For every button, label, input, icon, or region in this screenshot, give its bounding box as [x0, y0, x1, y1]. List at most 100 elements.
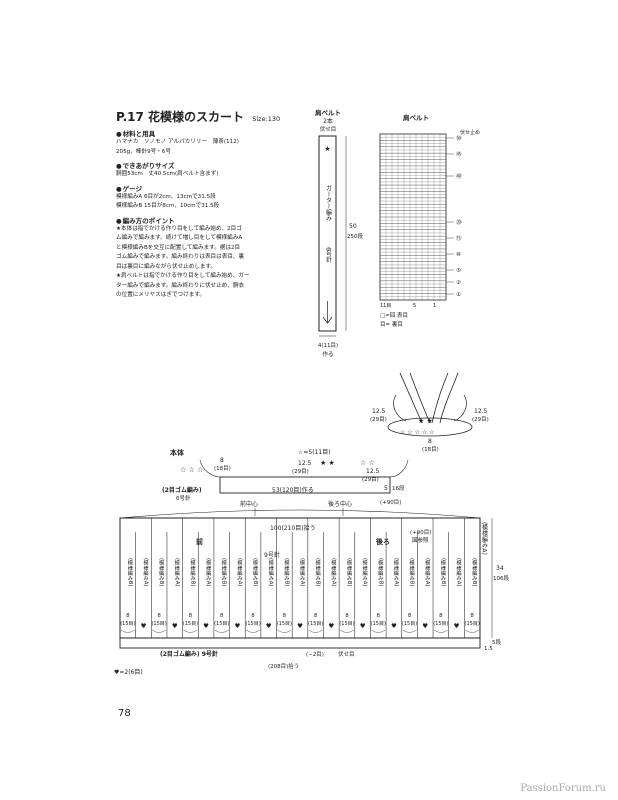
panel-b-sts: (15目)	[120, 621, 135, 627]
hem-height: 1.5	[484, 646, 493, 652]
panel-label: (模様編みB)	[220, 558, 226, 586]
panel-label: (模様編みA)	[393, 558, 399, 586]
star-mark: ★	[324, 145, 330, 153]
chart-row-label: ⑩	[456, 251, 461, 258]
panel-dim-arc	[308, 629, 323, 633]
panel-label: (模様編みA)	[236, 558, 242, 586]
top-stars-right: ☆ ☆	[360, 459, 375, 467]
top-side-sts: (29目)	[292, 468, 309, 475]
panel-label: (模様編みA)	[330, 558, 336, 586]
panel-dim-arc	[371, 629, 386, 633]
heart-mark: ♥	[141, 622, 147, 630]
heart-mark: ♥	[266, 622, 272, 630]
heart-mark: ♥	[328, 622, 334, 630]
waist-ellipse	[387, 417, 473, 437]
points-line-6: ★肩ベルトは指でかける作り目をして編み始め、ガー	[116, 273, 250, 279]
points-line-3: と模様編みBを交互に配置して編みます。裾は2目	[116, 244, 241, 251]
panel-b-dim: 8	[408, 613, 412, 619]
panel-b-dim: 8	[283, 613, 287, 619]
page-ref: P.17	[116, 110, 144, 124]
panel-b-dim: 8	[439, 613, 443, 619]
hem-dec: (−2目)	[306, 651, 324, 658]
points-heading: 編み方のポイント	[116, 215, 306, 225]
chart-row-label: ②	[456, 279, 461, 286]
waistband-rect	[219, 476, 391, 494]
top-right-sts: (29目)	[362, 476, 379, 483]
points-line-5: 目は裏目に編みながら伏せ止めします。	[116, 263, 217, 270]
strap-length-rows: 250段	[347, 232, 363, 240]
panel-label: (模様編みB)	[377, 558, 383, 586]
assembly-center-dim: 8	[428, 438, 432, 445]
panel-b-dim: 8	[314, 613, 318, 619]
panel-label: (模様編みA)	[299, 558, 305, 586]
panel-b-sts: (15目)	[183, 621, 198, 627]
panel-label: (模様編みB)	[439, 558, 445, 586]
gauge-line-1: 模様編みA 6目が2cm、13cmで31.5段	[116, 193, 216, 200]
front-label: 前	[196, 537, 203, 546]
assembly-sketch: ★ ★ ☆ ☆ ☆ ☆ ☆ 12.5 (29目) 12.5 (29目) 8 (1…	[370, 372, 489, 453]
heart-mark: ♥	[454, 622, 460, 630]
top-center-sts: (18目)	[214, 465, 231, 472]
points-line-1: ★本体は指でかける作り目をして編み始め、2目ゴ	[116, 225, 242, 232]
width-total: 100(210目)拾う	[270, 524, 316, 532]
increase-ref: 図参照	[412, 536, 429, 544]
panel-label: (模様編みA)	[424, 558, 430, 586]
points-line-2: ム編みで編みます。続けて増し目をして模様編みA	[116, 235, 243, 241]
materials-line-2: 205g、棒針9号・6号	[116, 148, 171, 155]
top-stars-left: ☆ ☆ ☆	[180, 466, 203, 474]
panel-dim-arc	[183, 629, 198, 633]
chart-title: 肩ベルト	[402, 113, 429, 122]
pattern-title: P.17 花模様のスカート Size:130	[116, 108, 280, 125]
panel-b-sts: (15目)	[277, 621, 292, 627]
plus90: (+90目)	[410, 529, 431, 536]
body-title: 本体	[169, 448, 185, 457]
panel-b-dim: 8	[345, 613, 349, 619]
panel-label: (模様編みB)	[408, 558, 414, 586]
panel-b-sts: (15目)	[371, 621, 386, 627]
assembly-left-sts: (29目)	[370, 416, 387, 423]
heart-mark: ♥	[234, 622, 240, 630]
chart-row-label: ㊿	[456, 134, 462, 142]
panel-label: (模様編みB)	[471, 558, 477, 586]
panel-label: (模様編みB)	[283, 558, 289, 586]
strap-needle: 6号針	[325, 247, 332, 264]
gauge-heading: ゲージ	[116, 183, 306, 193]
assembly-left-dim: 12.5	[372, 408, 386, 415]
page-number: 78	[118, 708, 131, 719]
panel-label: (模様編みB)	[314, 558, 320, 586]
back-label: 後ろ	[375, 537, 390, 546]
waistband-curves	[199, 459, 409, 478]
heart-mark: ♥	[203, 622, 209, 630]
panel-label: (模様編みA)	[455, 558, 461, 586]
needle9: 9号針	[264, 551, 280, 559]
shoulder-strap-schematic: 肩ベルト 2本 伏せ目 ★ ガーター編み 6号針 50 250段 4(11目) …	[314, 108, 363, 358]
panel-dim-arc	[433, 629, 448, 633]
panel-label: (模様編みA)	[173, 558, 179, 586]
finished-size-line: 胴囲53cm 丈40.5cm(肩ベルト含まず)	[116, 171, 219, 177]
front-center: 前中心	[240, 500, 258, 508]
strap-bind-off: 伏せ目	[320, 125, 337, 133]
strap-rect	[318, 135, 337, 332]
panel-b-dim: 8	[377, 613, 381, 619]
heart-mark: ♥	[391, 622, 397, 630]
panel-lines	[135, 518, 465, 638]
materials-heading: 材料と用具	[116, 128, 306, 138]
gauge-line-2: 模様編みB 15目が8cm、10cmで31.5段	[116, 203, 220, 209]
chart-col-5: 5	[413, 303, 416, 309]
back-center: 後ろ中心	[328, 500, 352, 508]
panel-dim-arc	[214, 629, 229, 633]
panel-dim-arc	[152, 629, 167, 633]
hem-total: (208目)拾う	[268, 662, 299, 670]
sketch-stars-outline: ☆ ☆ ☆ ☆ ☆	[400, 429, 435, 436]
size-label: Size:130	[252, 115, 281, 123]
chart-row-label: ①	[456, 292, 461, 298]
strap-arrow	[322, 301, 333, 324]
panel-b-sts: (15目)	[151, 621, 166, 627]
legend-purl: 目= 裏目	[380, 320, 403, 328]
site-watermark: PassionForum.ru	[520, 783, 606, 794]
strap-title: 肩ベルト	[314, 108, 341, 117]
panel-label: (模様編みB)	[126, 558, 132, 586]
heart-mark: ♥	[422, 622, 428, 630]
hem-bind: 伏せ目	[338, 650, 355, 658]
